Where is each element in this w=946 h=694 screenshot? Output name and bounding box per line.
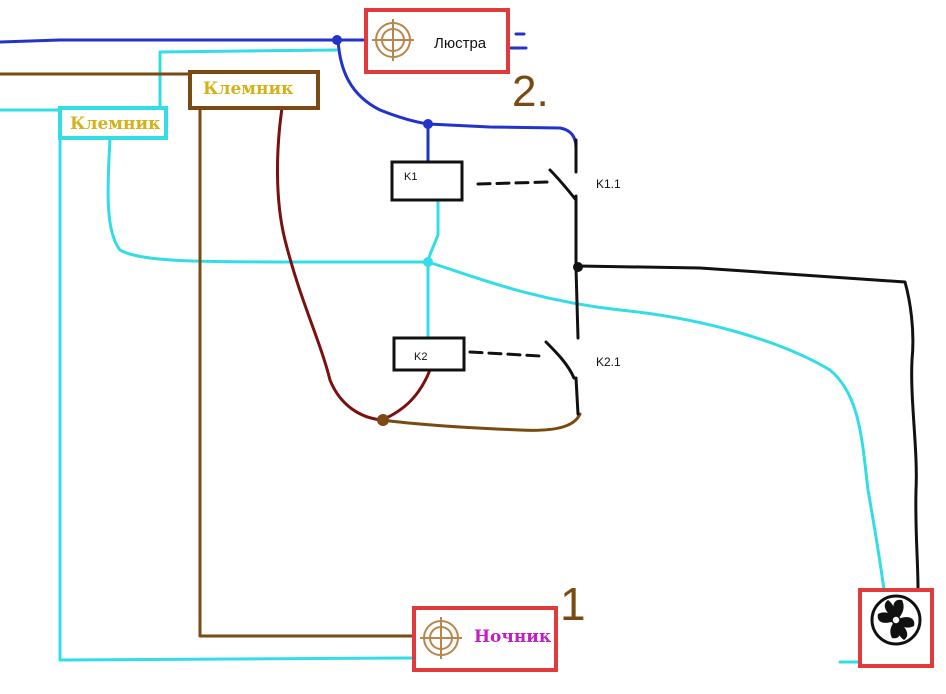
relay-k1-label: K1 xyxy=(404,171,417,183)
junction-blue-mid xyxy=(423,119,433,129)
k11-blade xyxy=(548,168,578,202)
handwritten-mark-1: 1 xyxy=(560,578,586,630)
black-wires xyxy=(468,138,920,592)
cyan-wires xyxy=(0,48,886,664)
relay-k1: K1 xyxy=(390,160,464,202)
contact-k21-label: K2.1 xyxy=(596,355,621,369)
handwritten-mark-2: 2. xyxy=(512,67,549,116)
nightlight-box: Ночник xyxy=(412,606,558,672)
blue-wires xyxy=(0,32,578,164)
darkred-main xyxy=(276,106,384,422)
common-vertical xyxy=(574,266,580,340)
junction-black xyxy=(573,262,583,272)
fan-box xyxy=(858,588,934,668)
k21-dash xyxy=(468,350,542,358)
lamp-symbol-icon xyxy=(372,19,414,61)
chandelier-label: Люстра xyxy=(434,35,487,52)
lamp-symbol-icon xyxy=(420,617,462,659)
brown-bottom-return xyxy=(380,412,582,432)
brown-wires xyxy=(0,72,582,638)
blue-to-k11 xyxy=(426,122,578,150)
k11-dash xyxy=(476,180,550,186)
cyan-k1-to-k2 xyxy=(426,198,440,342)
junction-brown xyxy=(377,414,389,426)
fan-icon xyxy=(870,594,922,646)
terminal-cyan-label: Клемник xyxy=(70,114,161,134)
terminal-brown-label: Клемник xyxy=(203,79,294,99)
relay-k2-label: K2 xyxy=(414,351,427,363)
fan-supply xyxy=(576,264,920,592)
cyan-left-vertical xyxy=(58,133,414,662)
cyan-to-fan xyxy=(426,260,886,592)
k21-bottom xyxy=(574,376,580,416)
relay-k2: K2 xyxy=(392,336,466,372)
brown-terminal-vertical xyxy=(198,106,414,638)
terminal-block-brown: Клемник xyxy=(188,70,320,110)
k21-blade xyxy=(544,340,576,380)
junction-blue-top xyxy=(332,35,342,45)
terminal-block-cyan: Клемник xyxy=(58,106,168,140)
cyan-up-to-main xyxy=(158,48,338,110)
darkred-k2 xyxy=(380,368,432,422)
cyan-terminal-drop xyxy=(106,136,430,264)
contact-k11-label: K1.1 xyxy=(596,177,621,191)
junctions xyxy=(332,35,583,426)
blue-main-line xyxy=(0,38,368,44)
chandelier-box: Люстра xyxy=(364,8,510,74)
darkred-wires xyxy=(276,106,432,422)
blue-drop-line xyxy=(336,38,430,126)
junction-cyan xyxy=(423,257,433,267)
nightlight-label: Ночник xyxy=(474,627,552,647)
